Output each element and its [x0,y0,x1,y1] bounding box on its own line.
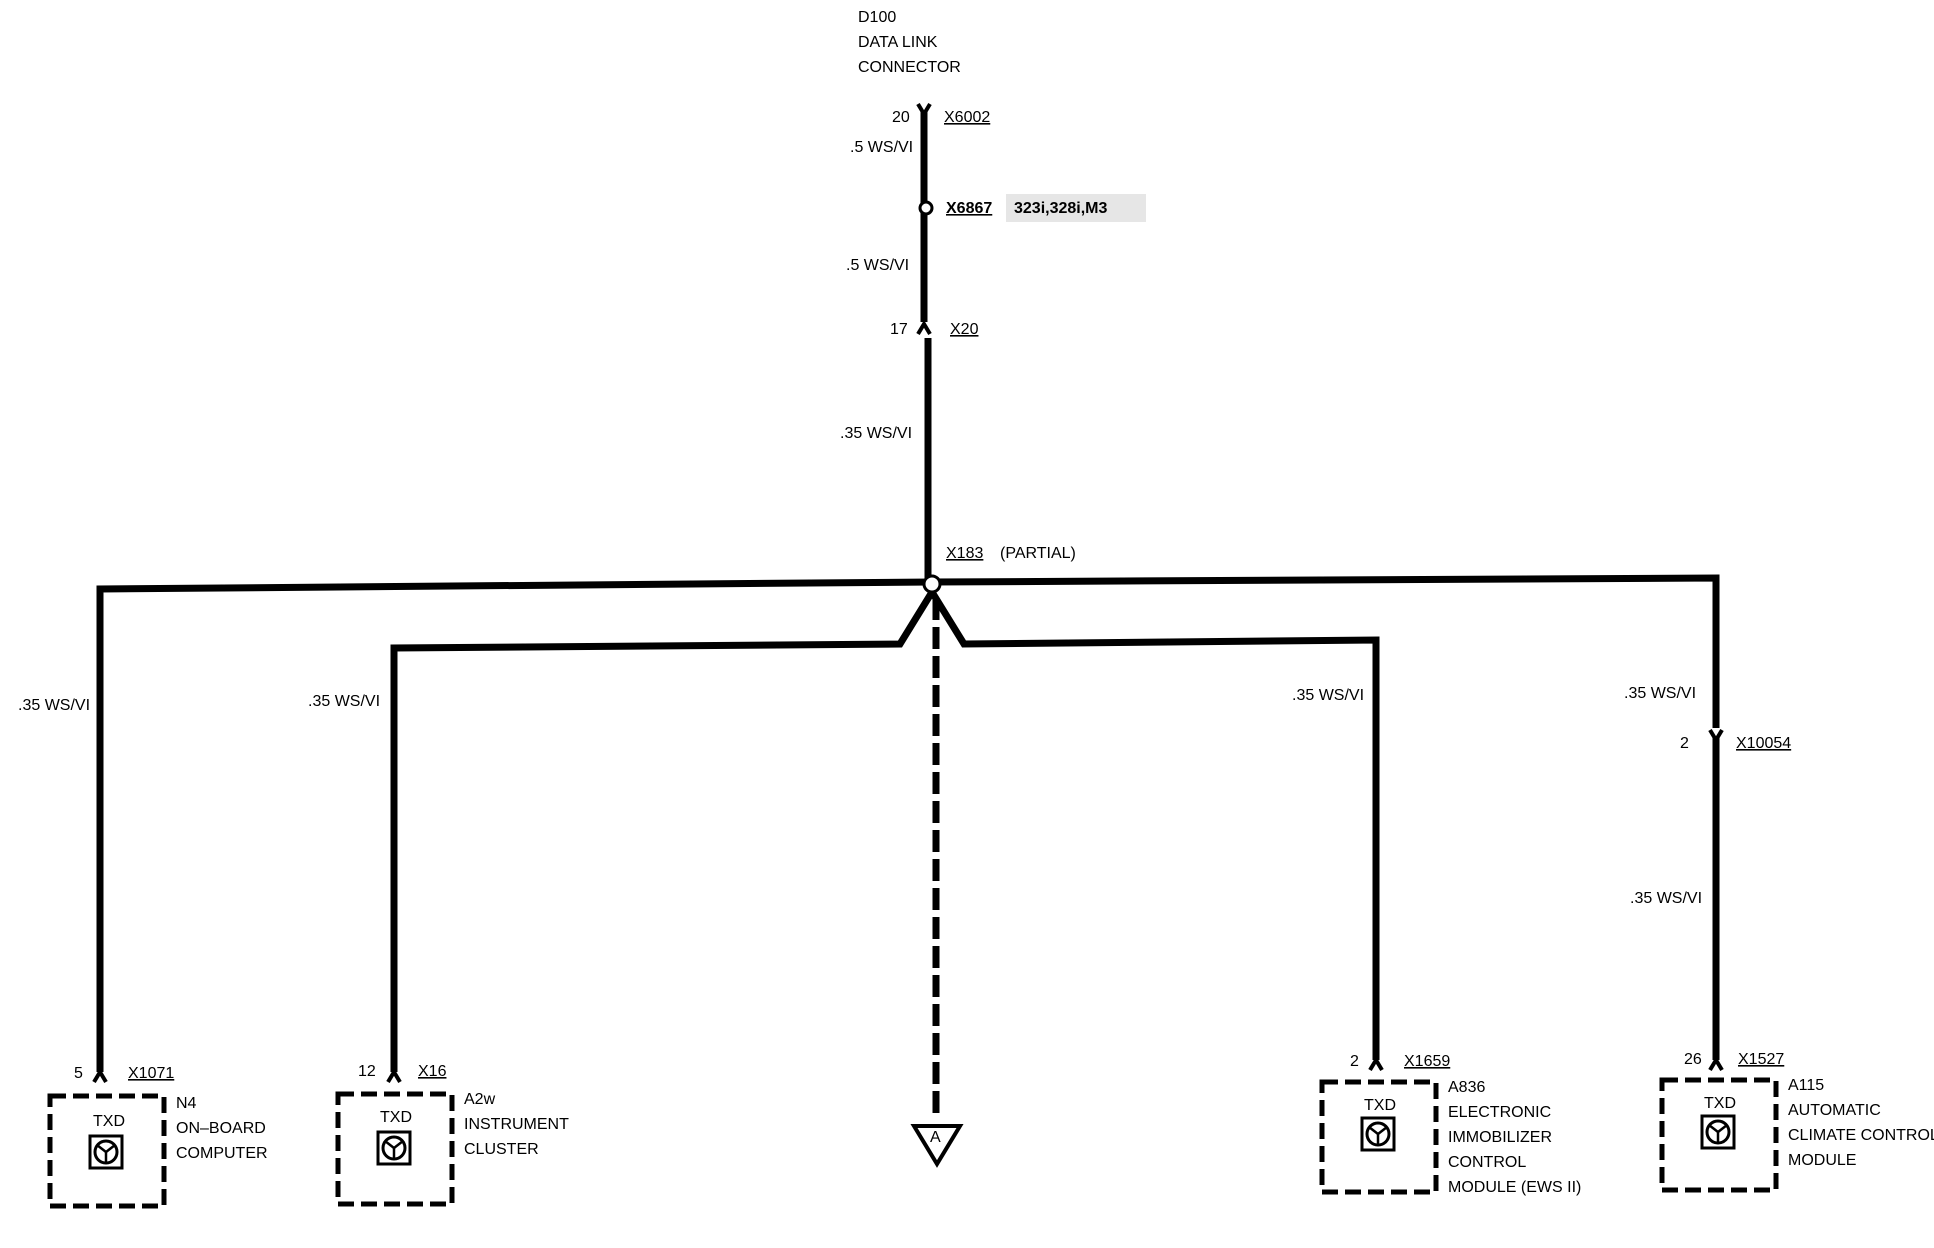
a836-connector: X1659 [1404,1053,1450,1070]
a115-wire-label-upper: .35 WS/VI [1624,685,1696,702]
module-a2w: 12 X16 TXD A2w INSTRUMENT CLUSTER [335,1063,569,1207]
x20-connector-icon [916,320,932,336]
x10054-pin: 2 [1680,735,1689,752]
bus-wire-outer [96,574,1720,1072]
a2w-signal: TXD [380,1109,412,1126]
splice-x6867-note: 323i,328i,M3 [1014,200,1108,217]
trunk-wire-label-3: .35 WS/VI [840,425,912,442]
a836-line2: IMMOBILIZER [1448,1129,1552,1146]
dlc-name-line2: CONNECTOR [858,59,961,76]
a115-wire-label-lower: .35 WS/VI [1630,890,1702,907]
module-n4: 5 X1071 TXD N4 ON–BOARD COMPUTER [47,1065,268,1209]
trunk-wire-label-1: .5 WS/VI [850,139,913,156]
a115-line1: AUTOMATIC [1788,1102,1881,1119]
x10054-id: X10054 [1736,735,1791,752]
n4-pin-terminal-icon [92,1068,108,1084]
n4-signal: TXD [93,1113,125,1130]
x20-id: X20 [950,321,979,338]
offpage-reference-icon [910,1124,964,1168]
a2w-wire-label: .35 WS/VI [308,693,380,710]
n4-line1: ON–BOARD [176,1120,266,1137]
a836-line1: ELECTRONIC [1448,1104,1551,1121]
splice-x6867-id: X6867 [946,200,992,217]
n4-wire-label: .35 WS/VI [18,697,90,714]
trunk-wire-label-2: .5 WS/VI [846,257,909,274]
a115-control-unit-icon [1700,1114,1736,1150]
dlc-connector: X6002 [944,109,990,126]
n4-connector: X1071 [128,1065,174,1082]
a115-line2: CLIMATE CONTROL [1788,1127,1934,1144]
dlc-pin: 20 [892,109,910,126]
n4-pin: 5 [74,1065,83,1082]
splice-x6867-icon [918,200,934,216]
a836-control-unit-icon [1360,1116,1396,1152]
n4-control-unit-icon [88,1134,124,1170]
splice-x183-icon [922,574,942,594]
a2w-pin-terminal-icon [386,1068,402,1084]
a115-id: A115 [1788,1077,1824,1094]
offpage-reference-label: A [930,1129,941,1146]
n4-id: N4 [176,1095,197,1112]
a836-line3: CONTROL [1448,1154,1526,1171]
module-a836: 2 X1659 TXD A836 ELECTRONIC IMMOBILIZER … [1319,1053,1581,1196]
a2w-module-box [335,1091,455,1207]
a115-line3: MODULE [1788,1152,1856,1169]
a115-pin: 26 [1684,1051,1702,1068]
a115-pin-terminal-icon [1708,1056,1724,1072]
n4-line2: COMPUTER [176,1145,268,1162]
a836-pin: 2 [1350,1053,1359,1070]
a836-line4: MODULE (EWS II) [1448,1179,1581,1196]
a2w-line2: CLUSTER [464,1141,539,1158]
a836-wire-label: .35 WS/VI [1292,687,1364,704]
dlc-id: D100 [858,9,896,26]
a2w-pin: 12 [358,1063,376,1080]
a836-signal: TXD [1364,1097,1396,1114]
a836-module-box [1319,1079,1439,1195]
a2w-line1: INSTRUMENT [464,1116,569,1133]
module-a115: 26 X1527 TXD A115 AUTOMATIC CLIMATE CONT… [1659,1051,1934,1193]
dlc-name-line1: DATA LINK [858,34,938,51]
splice-x183-id: X183 [946,545,983,562]
a836-id: A836 [1448,1079,1485,1096]
a115-module-box [1659,1077,1779,1193]
splice-x183-note: (PARTIAL) [1000,545,1076,562]
splice-x6867-highlight [1006,194,1146,222]
a2w-connector: X16 [418,1063,447,1080]
a2w-control-unit-icon [376,1130,412,1166]
bus-wire-inner [390,585,1380,1072]
n4-module-box [47,1093,167,1209]
a836-pin-terminal-icon [1368,1056,1384,1072]
x20-pin: 17 [890,321,908,338]
a2w-id: A2w [464,1091,496,1108]
a115-connector: X1527 [1738,1051,1784,1068]
a115-signal: TXD [1704,1095,1736,1112]
